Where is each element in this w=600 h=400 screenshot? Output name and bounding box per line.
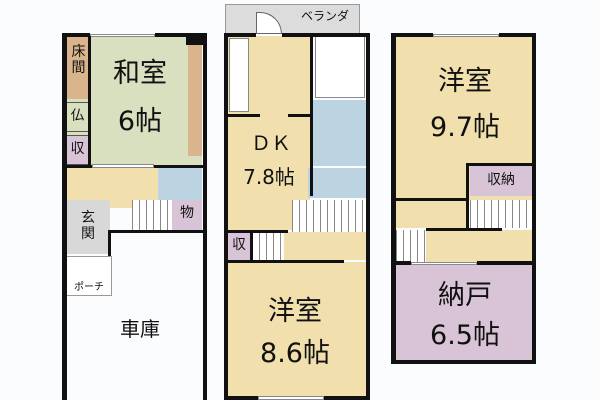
nando-size: 6.5帖 <box>430 320 500 351</box>
washroom <box>312 100 367 166</box>
shuunou-label: 収納 <box>487 172 515 188</box>
washitsu-size: 6帖 <box>117 106 163 137</box>
room-tokonoma <box>66 37 91 99</box>
bathroom <box>315 36 365 98</box>
dk-size: 7.8帖 <box>243 165 295 189</box>
room-youshitsu-2 <box>228 262 366 398</box>
hall-floor3b <box>426 230 532 262</box>
room-shuunou <box>470 166 532 196</box>
room-storage-2 <box>228 232 250 260</box>
kitchen-counter <box>229 38 249 112</box>
room-monooki <box>172 200 202 230</box>
room-genkan-box <box>66 200 110 254</box>
stairs-1 <box>132 200 172 230</box>
stairs-2 <box>292 200 366 232</box>
tokonoma-label: 床 間 <box>71 44 86 77</box>
youshitsu-3-size: 9.7帖 <box>430 112 500 143</box>
room-nando <box>396 264 532 360</box>
toilet-1 <box>158 168 202 200</box>
toilet-2 <box>308 168 367 198</box>
nando-name: 納戸 <box>438 280 492 311</box>
stairs-3 <box>470 200 532 228</box>
monooki-label: 物 <box>180 205 194 221</box>
storage-2-label: 収 <box>232 237 246 253</box>
youshitsu-2-size: 8.6帖 <box>260 338 330 369</box>
porch-label: ポーチ <box>74 282 104 293</box>
tokonoma-side <box>188 44 202 156</box>
butsuma-label: 仏 <box>70 108 85 124</box>
stairs-3b <box>396 230 426 262</box>
hall-floor2 <box>284 232 366 260</box>
veranda-label: ベランダ <box>300 9 349 23</box>
washitsu-name: 和室 <box>113 58 167 89</box>
genkan-label: 玄 関 <box>81 210 95 243</box>
youshitsu-2-name: 洋室 <box>268 296 322 327</box>
hall-floor3 <box>396 200 466 228</box>
dk-name: ＤＫ <box>251 131 291 155</box>
stairs-2b <box>252 232 282 260</box>
storage-1-label: 収 <box>70 141 85 157</box>
garage-label: 車庫 <box>120 317 160 341</box>
youshitsu-3-name: 洋室 <box>438 66 492 97</box>
